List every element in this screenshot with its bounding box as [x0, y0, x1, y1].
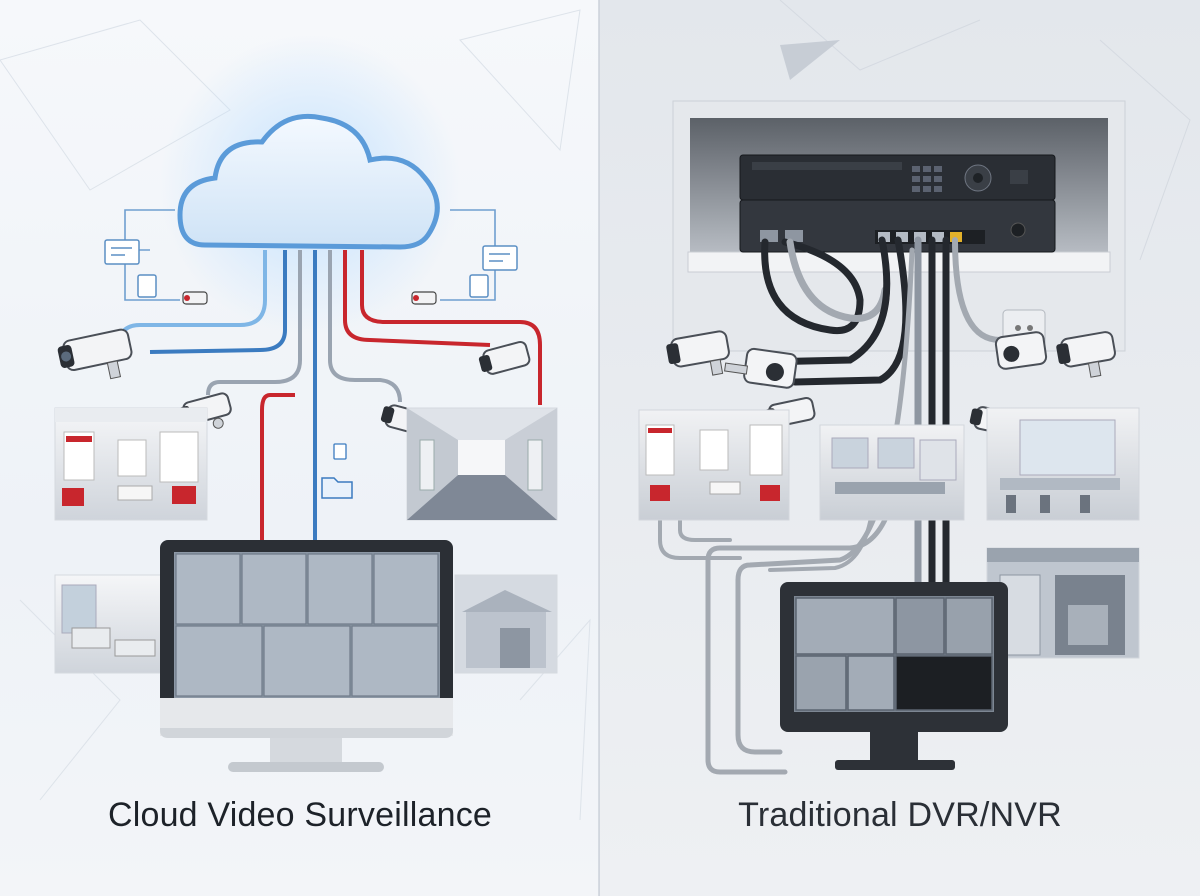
monitor-video-grid — [175, 553, 439, 697]
retail-store-scene — [638, 409, 790, 521]
cloud-diagram — [0, 9, 591, 821]
cloud-panel: Cloud Video Surveillance — [0, 0, 600, 896]
cloud-caption: Cloud Video Surveillance — [107, 796, 493, 834]
dvr-diagram — [638, 0, 1191, 775]
camera-icon — [1056, 331, 1116, 378]
dvr-panel: Traditional DVR/NVR — [600, 0, 1200, 896]
monitor-video-grid — [795, 597, 993, 711]
camera-icon — [666, 330, 730, 376]
dvr-cables — [658, 236, 1038, 775]
cloud-icon — [177, 113, 440, 250]
office-scene — [54, 574, 166, 674]
camera-icon — [994, 331, 1048, 370]
corridor-scene — [406, 407, 558, 521]
document-icon — [482, 245, 518, 271]
document-icon — [333, 443, 347, 460]
office-scene — [819, 424, 965, 521]
warehouse-scene — [986, 547, 1140, 659]
camera-icon — [57, 328, 133, 380]
dvr-caption: Traditional DVR/NVR — [738, 796, 1062, 834]
cloud-cables — [116, 250, 542, 545]
document-icon — [137, 274, 157, 298]
camera-icon — [411, 291, 437, 305]
panel-divider — [598, 0, 601, 896]
document-icon — [469, 274, 489, 298]
camera-icon — [724, 347, 798, 389]
camera-icon — [478, 340, 531, 375]
background-network-lines — [779, 0, 1191, 261]
document-icon — [104, 239, 140, 265]
camera-icon — [182, 291, 208, 305]
open-office-scene — [986, 407, 1140, 521]
retail-store-scene — [54, 407, 208, 521]
folder-icon — [321, 477, 353, 499]
warehouse-scene — [454, 574, 558, 674]
dvr-recorder-icon — [739, 154, 1056, 253]
